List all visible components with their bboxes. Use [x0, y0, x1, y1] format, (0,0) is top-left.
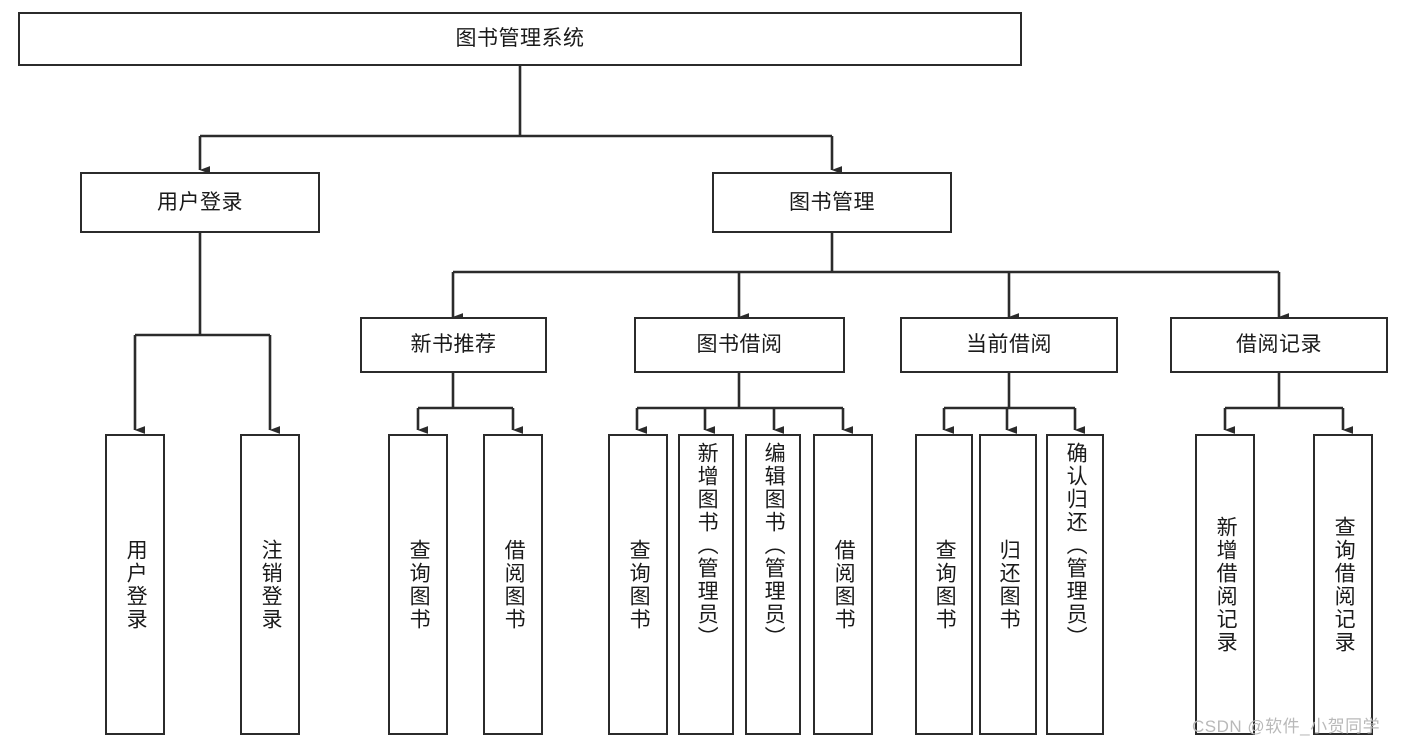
leaf-confirm-return-admin[interactable]: 确认归还（管理员）: [1046, 434, 1104, 735]
leaf-user-login[interactable]: 用户登录: [105, 434, 165, 735]
leaf-label: 查询图书: [407, 538, 431, 631]
node-current-borrow[interactable]: 当前借阅: [900, 317, 1118, 373]
leaf-query-book-current[interactable]: 查询图书: [915, 434, 973, 735]
leaf-label: 编辑图书（管理员）: [762, 442, 786, 649]
leaf-add-book-admin[interactable]: 新增图书（管理员）: [678, 434, 734, 735]
node-new-book-recommend[interactable]: 新书推荐: [360, 317, 547, 373]
edges-user-login-to-leaves: [133, 233, 281, 434]
leaf-label: 新增借阅记录: [1214, 515, 1238, 654]
leaf-query-book-borrow[interactable]: 查询图书: [608, 434, 668, 735]
leaf-user-logout[interactable]: 注销登录: [240, 434, 300, 735]
node-borrow-record[interactable]: 借阅记录: [1170, 317, 1388, 373]
node-root-book-management-system[interactable]: 图书管理系统: [18, 12, 1022, 66]
leaf-label: 归还图书: [997, 538, 1021, 631]
leaf-label: 查询图书: [933, 538, 957, 631]
leaf-query-book-recommend[interactable]: 查询图书: [388, 434, 448, 735]
leaf-label: 新增图书（管理员）: [695, 442, 719, 649]
leaf-label: 用户登录: [124, 538, 148, 631]
leaf-return-book[interactable]: 归还图书: [979, 434, 1037, 735]
node-book-borrow[interactable]: 图书借阅: [634, 317, 845, 373]
node-label: 当前借阅: [966, 333, 1052, 357]
node-label: 用户登录: [157, 190, 243, 214]
watermark-text: CSDN @软件_小贺同学: [1192, 717, 1381, 736]
edges-current-borrow-to-leaves: [942, 373, 1086, 434]
leaf-edit-book-admin[interactable]: 编辑图书（管理员）: [745, 434, 801, 735]
edges-book-borrow-to-leaves: [635, 373, 854, 434]
node-label: 图书借阅: [696, 333, 783, 357]
edges-borrow-record-to-leaves: [1223, 373, 1354, 434]
edges-book-management-to-level3: [451, 233, 1290, 321]
leaf-label: 借阅图书: [832, 538, 856, 631]
leaf-label: 借阅图书: [502, 538, 526, 631]
edges-root-to-level2: [198, 66, 843, 174]
node-book-management[interactable]: 图书管理: [712, 172, 952, 233]
leaf-borrow-book-borrow[interactable]: 借阅图书: [813, 434, 873, 735]
node-label: 图书管理系统: [455, 27, 585, 51]
leaf-label: 查询借阅记录: [1332, 515, 1356, 654]
node-label: 新书推荐: [410, 333, 497, 357]
leaf-add-borrow-record[interactable]: 新增借阅记录: [1195, 434, 1255, 735]
leaf-borrow-book-recommend[interactable]: 借阅图书: [483, 434, 543, 735]
leaf-query-borrow-record[interactable]: 查询借阅记录: [1313, 434, 1373, 735]
leaf-label: 确认归还（管理员）: [1064, 442, 1088, 649]
node-label: 借阅记录: [1236, 333, 1322, 357]
leaf-label: 注销登录: [259, 538, 283, 631]
node-label: 图书管理: [789, 190, 875, 214]
edges-new-book-recommend-to-leaves: [416, 373, 524, 434]
leaf-label: 查询图书: [627, 538, 651, 631]
node-user-login[interactable]: 用户登录: [80, 172, 320, 233]
